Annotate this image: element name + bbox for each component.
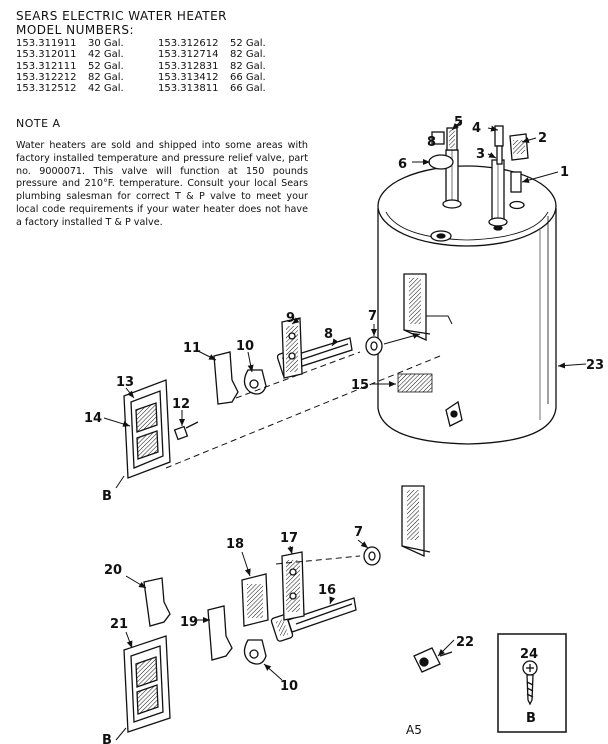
model-number: 153.312011 (16, 49, 77, 61)
callout-3: 3 (476, 147, 485, 162)
part-16-heating-element-lower (270, 597, 357, 642)
model-row: 153.312011 42 Gal. 153.312714 82 Gal. (16, 49, 302, 60)
model-number: 153.312111 (16, 60, 77, 72)
callout-12: 12 (172, 397, 190, 412)
callout-4: 4 (472, 121, 481, 136)
model-size: 82 Gal. (88, 71, 124, 83)
model-size: 52 Gal. (230, 38, 266, 49)
model-number: 153.313412 (158, 71, 219, 83)
model-row: 153.312512 42 Gal. 153.313811 66 Gal. (16, 83, 302, 94)
callout-1: 1 (560, 165, 569, 180)
model-row: 153.312212 82 Gal. 153.313412 66 Gal. (16, 72, 302, 83)
part-9-thermostat-upper (281, 317, 303, 379)
callout-13: 13 (116, 375, 134, 390)
part-21-access-cover-lower (123, 635, 171, 733)
callout-5: 5 (454, 115, 463, 130)
part-13-access-cover-upper (123, 379, 171, 479)
part-7-gasket-lower (363, 546, 381, 566)
model-number-table: 153.311911 30 Gal. 153.312612 52 Gal. 15… (16, 38, 302, 94)
part-2-relief-valve (509, 133, 529, 161)
page-code: A5 (406, 723, 422, 737)
callout-7-upper: 7 (368, 309, 377, 324)
part-19-bracket (207, 605, 233, 661)
callout-22: 22 (456, 635, 474, 650)
model-number: 153.312714 (158, 49, 219, 61)
part-8-plug (431, 131, 445, 145)
model-row: 153.311911 30 Gal. 153.312612 52 Gal. (16, 38, 302, 49)
model-number: 153.312831 (158, 60, 219, 72)
model-row: 153.312111 52 Gal. 153.312831 82 Gal. (16, 61, 302, 72)
callout-7-lower: 7 (354, 525, 363, 540)
model-number: 153.311911 (16, 38, 77, 49)
callout-b-lower: B (102, 733, 112, 744)
part-12-screw (173, 421, 199, 441)
part-4-valve (494, 125, 504, 165)
callout-b-inset: B (526, 711, 536, 726)
part-22-drain-valve (413, 647, 453, 673)
callout-21: 21 (110, 617, 128, 632)
callout-24: 24 (520, 647, 538, 662)
callout-16: 16 (318, 583, 336, 598)
part-5-nipple (446, 127, 458, 151)
model-size: 66 Gal. (230, 83, 266, 95)
part-10-clamp-lower (243, 639, 267, 665)
callout-20: 20 (104, 563, 122, 578)
model-number: 153.312212 (16, 71, 77, 83)
callout-18: 18 (226, 537, 244, 552)
callout-15: 15 (351, 378, 369, 393)
callout-17: 17 (280, 531, 298, 546)
model-numbers-heading: MODEL NUMBERS: (16, 23, 135, 37)
note-text: Water heaters are sold and shipped into … (16, 140, 308, 228)
leader-lines (103, 119, 587, 741)
part-6-anode-cap (428, 154, 454, 170)
callout-b-upper: B (102, 489, 112, 504)
model-size: 42 Gal. (88, 49, 124, 61)
callout-labels: 5 4 2 8 3 6 1 9 7 8 11 10 13 12 14 B 15 … (84, 115, 604, 744)
diagram-title: SEARS ELECTRIC WATER HEATER (16, 9, 227, 23)
model-size: 52 Gal. (88, 60, 124, 72)
model-size: 66 Gal. (230, 71, 266, 83)
callout-19: 19 (180, 615, 198, 630)
callout-23: 23 (586, 358, 604, 373)
callout-6: 6 (398, 157, 407, 172)
water-heater-tank (377, 149, 557, 558)
note-title: NOTE A (16, 117, 61, 130)
part-20-bracket (143, 577, 171, 627)
callout-2: 2 (538, 131, 547, 146)
model-number: 153.313811 (158, 83, 219, 95)
part-24-screw-inset (497, 633, 567, 733)
model-size: 82 Gal. (230, 49, 266, 61)
callout-8-element: 8 (324, 327, 333, 342)
part-10-clamp-upper (243, 369, 267, 395)
model-size: 30 Gal. (88, 38, 124, 49)
part-7-gasket-upper (365, 336, 383, 356)
model-number: 153.312512 (16, 83, 77, 95)
part-1-fitting (510, 171, 522, 193)
callout-11: 11 (183, 341, 201, 356)
model-size: 82 Gal. (230, 60, 266, 72)
part-17-thermostat-lower (281, 551, 305, 621)
part-18-thermostat-bracket (241, 573, 269, 627)
callout-9: 9 (286, 311, 295, 326)
callout-10-upper: 10 (236, 339, 254, 354)
model-number: 153.312612 (158, 38, 219, 49)
callout-14: 14 (84, 411, 102, 426)
callout-10-lower: 10 (280, 679, 298, 694)
callout-8-top: 8 (427, 135, 436, 150)
model-size: 42 Gal. (88, 83, 124, 95)
part-11-bracket (213, 351, 239, 405)
